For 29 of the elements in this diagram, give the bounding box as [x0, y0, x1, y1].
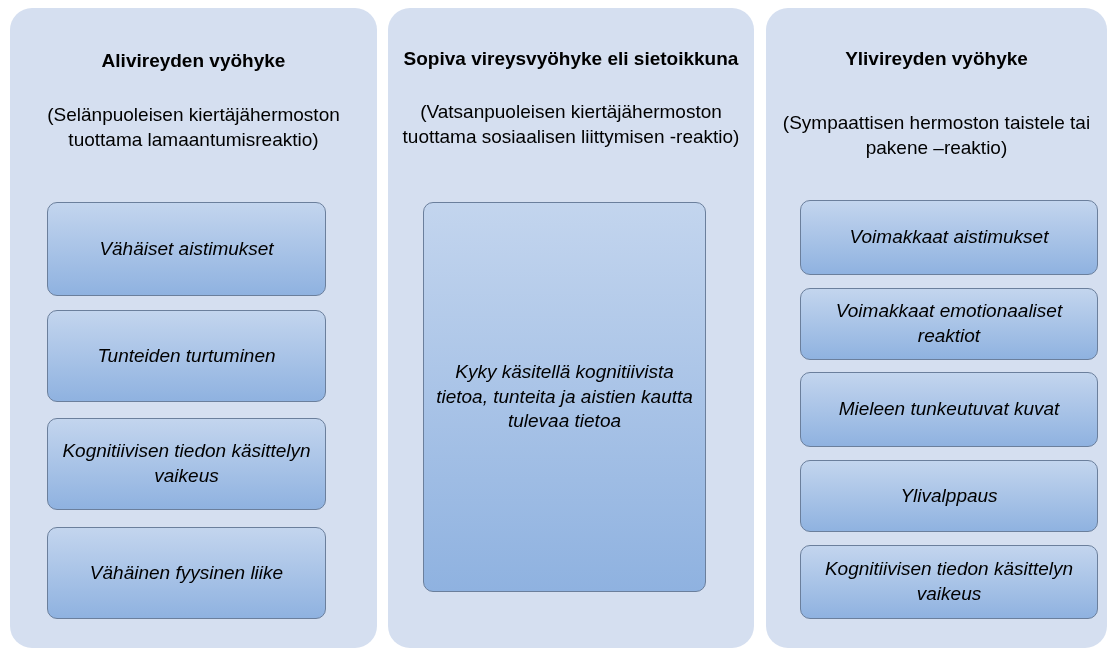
box-text: Voimakkaat aistimukset	[848, 225, 1050, 250]
symptom-box	[47, 527, 326, 619]
zone-panel	[766, 8, 1107, 648]
symptom-box	[800, 460, 1098, 532]
box-text: Voimakkaat emotionaaliset reaktiot	[834, 299, 1064, 348]
box-text: Mieleen tunkeutuvat kuvat	[837, 397, 1061, 422]
panel-description: (Selänpuoleisen kiertäjähermoston tuottama lamaantumisreaktio)	[46, 103, 341, 152]
symptom-box	[800, 372, 1098, 447]
symptom-box	[800, 200, 1098, 275]
panel-description: (Sympaattisen hermoston taistele tai pakene –reaktio)	[781, 111, 1092, 160]
panel-heading: Sopiva vireysvyöhyke eli sietoikkuna	[402, 48, 740, 70]
box-text: Kognitiivisen tiedon käsittelyn vaikeus	[61, 439, 312, 488]
panel-description: (Vatsanpuoleisen kiertäjähermoston tuottama sosiaalisen liittymisen -reaktio)	[401, 100, 741, 149]
zone-panel	[388, 8, 754, 648]
symptom-box	[800, 288, 1098, 360]
box-text: Tunteiden turtuminen	[96, 343, 277, 368]
box-text: Ylivalppaus	[899, 483, 999, 508]
symptom-box	[47, 310, 326, 402]
zone-panel	[10, 8, 377, 648]
box-text: Kyky käsitellä kognitiivista tietoa, tunteita ja aistien kautta tulevaa tietoa	[435, 359, 694, 434]
box-text: Vähäinen fyysinen liike	[88, 560, 285, 585]
symptom-box	[47, 418, 326, 510]
box-text: Vähäiset aistimukset	[98, 236, 275, 261]
symptom-box	[800, 545, 1098, 619]
panel-heading: Ylivireyden vyöhyke	[844, 48, 1029, 70]
symptom-box	[423, 202, 706, 592]
panel-heading: Alivireyden vyöhyke	[100, 50, 287, 72]
symptom-box	[47, 202, 326, 296]
box-text: Kognitiivisen tiedon käsittelyn vaikeus	[823, 557, 1075, 606]
